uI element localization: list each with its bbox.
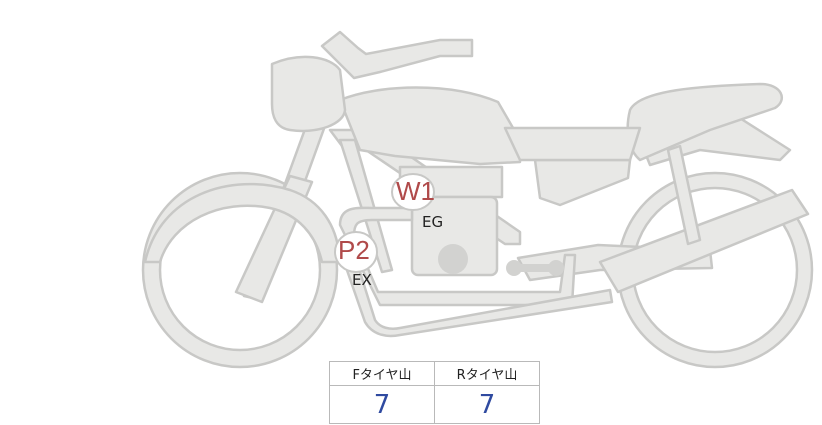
- eg-label: EG: [422, 213, 444, 231]
- w1-marker-label: W1: [396, 176, 435, 206]
- rear-tire-header: Rタイヤ山: [434, 361, 540, 386]
- frame-down-tube: [338, 138, 394, 274]
- table-value-row: 7 7: [329, 385, 540, 424]
- front-tire-header: Fタイヤ山: [329, 361, 435, 386]
- handlebar: [320, 30, 474, 80]
- footpeg: [506, 260, 564, 276]
- fuel-tank: [338, 86, 522, 166]
- front-tire-value: 7: [329, 385, 435, 424]
- p2-marker-circle: [334, 231, 378, 273]
- rear-shock: [666, 144, 702, 246]
- table-header-row: Fタイヤ山 Rタイヤ山: [329, 361, 540, 386]
- headlight-cowl: [270, 55, 347, 133]
- p2-marker-label: P2: [338, 235, 370, 265]
- frame-upper: [503, 126, 642, 162]
- exhaust-pipe: [338, 206, 577, 307]
- side-cover: [533, 158, 632, 207]
- tire-tread-table: Fタイヤ山 Rタイヤ山 7 7: [329, 361, 540, 424]
- exhaust-pipe-lower: [338, 238, 614, 338]
- ex-label: EX: [352, 271, 372, 289]
- w1-marker-circle: [391, 173, 435, 211]
- rear-tire-value: 7: [434, 385, 540, 424]
- muffler: [598, 188, 810, 294]
